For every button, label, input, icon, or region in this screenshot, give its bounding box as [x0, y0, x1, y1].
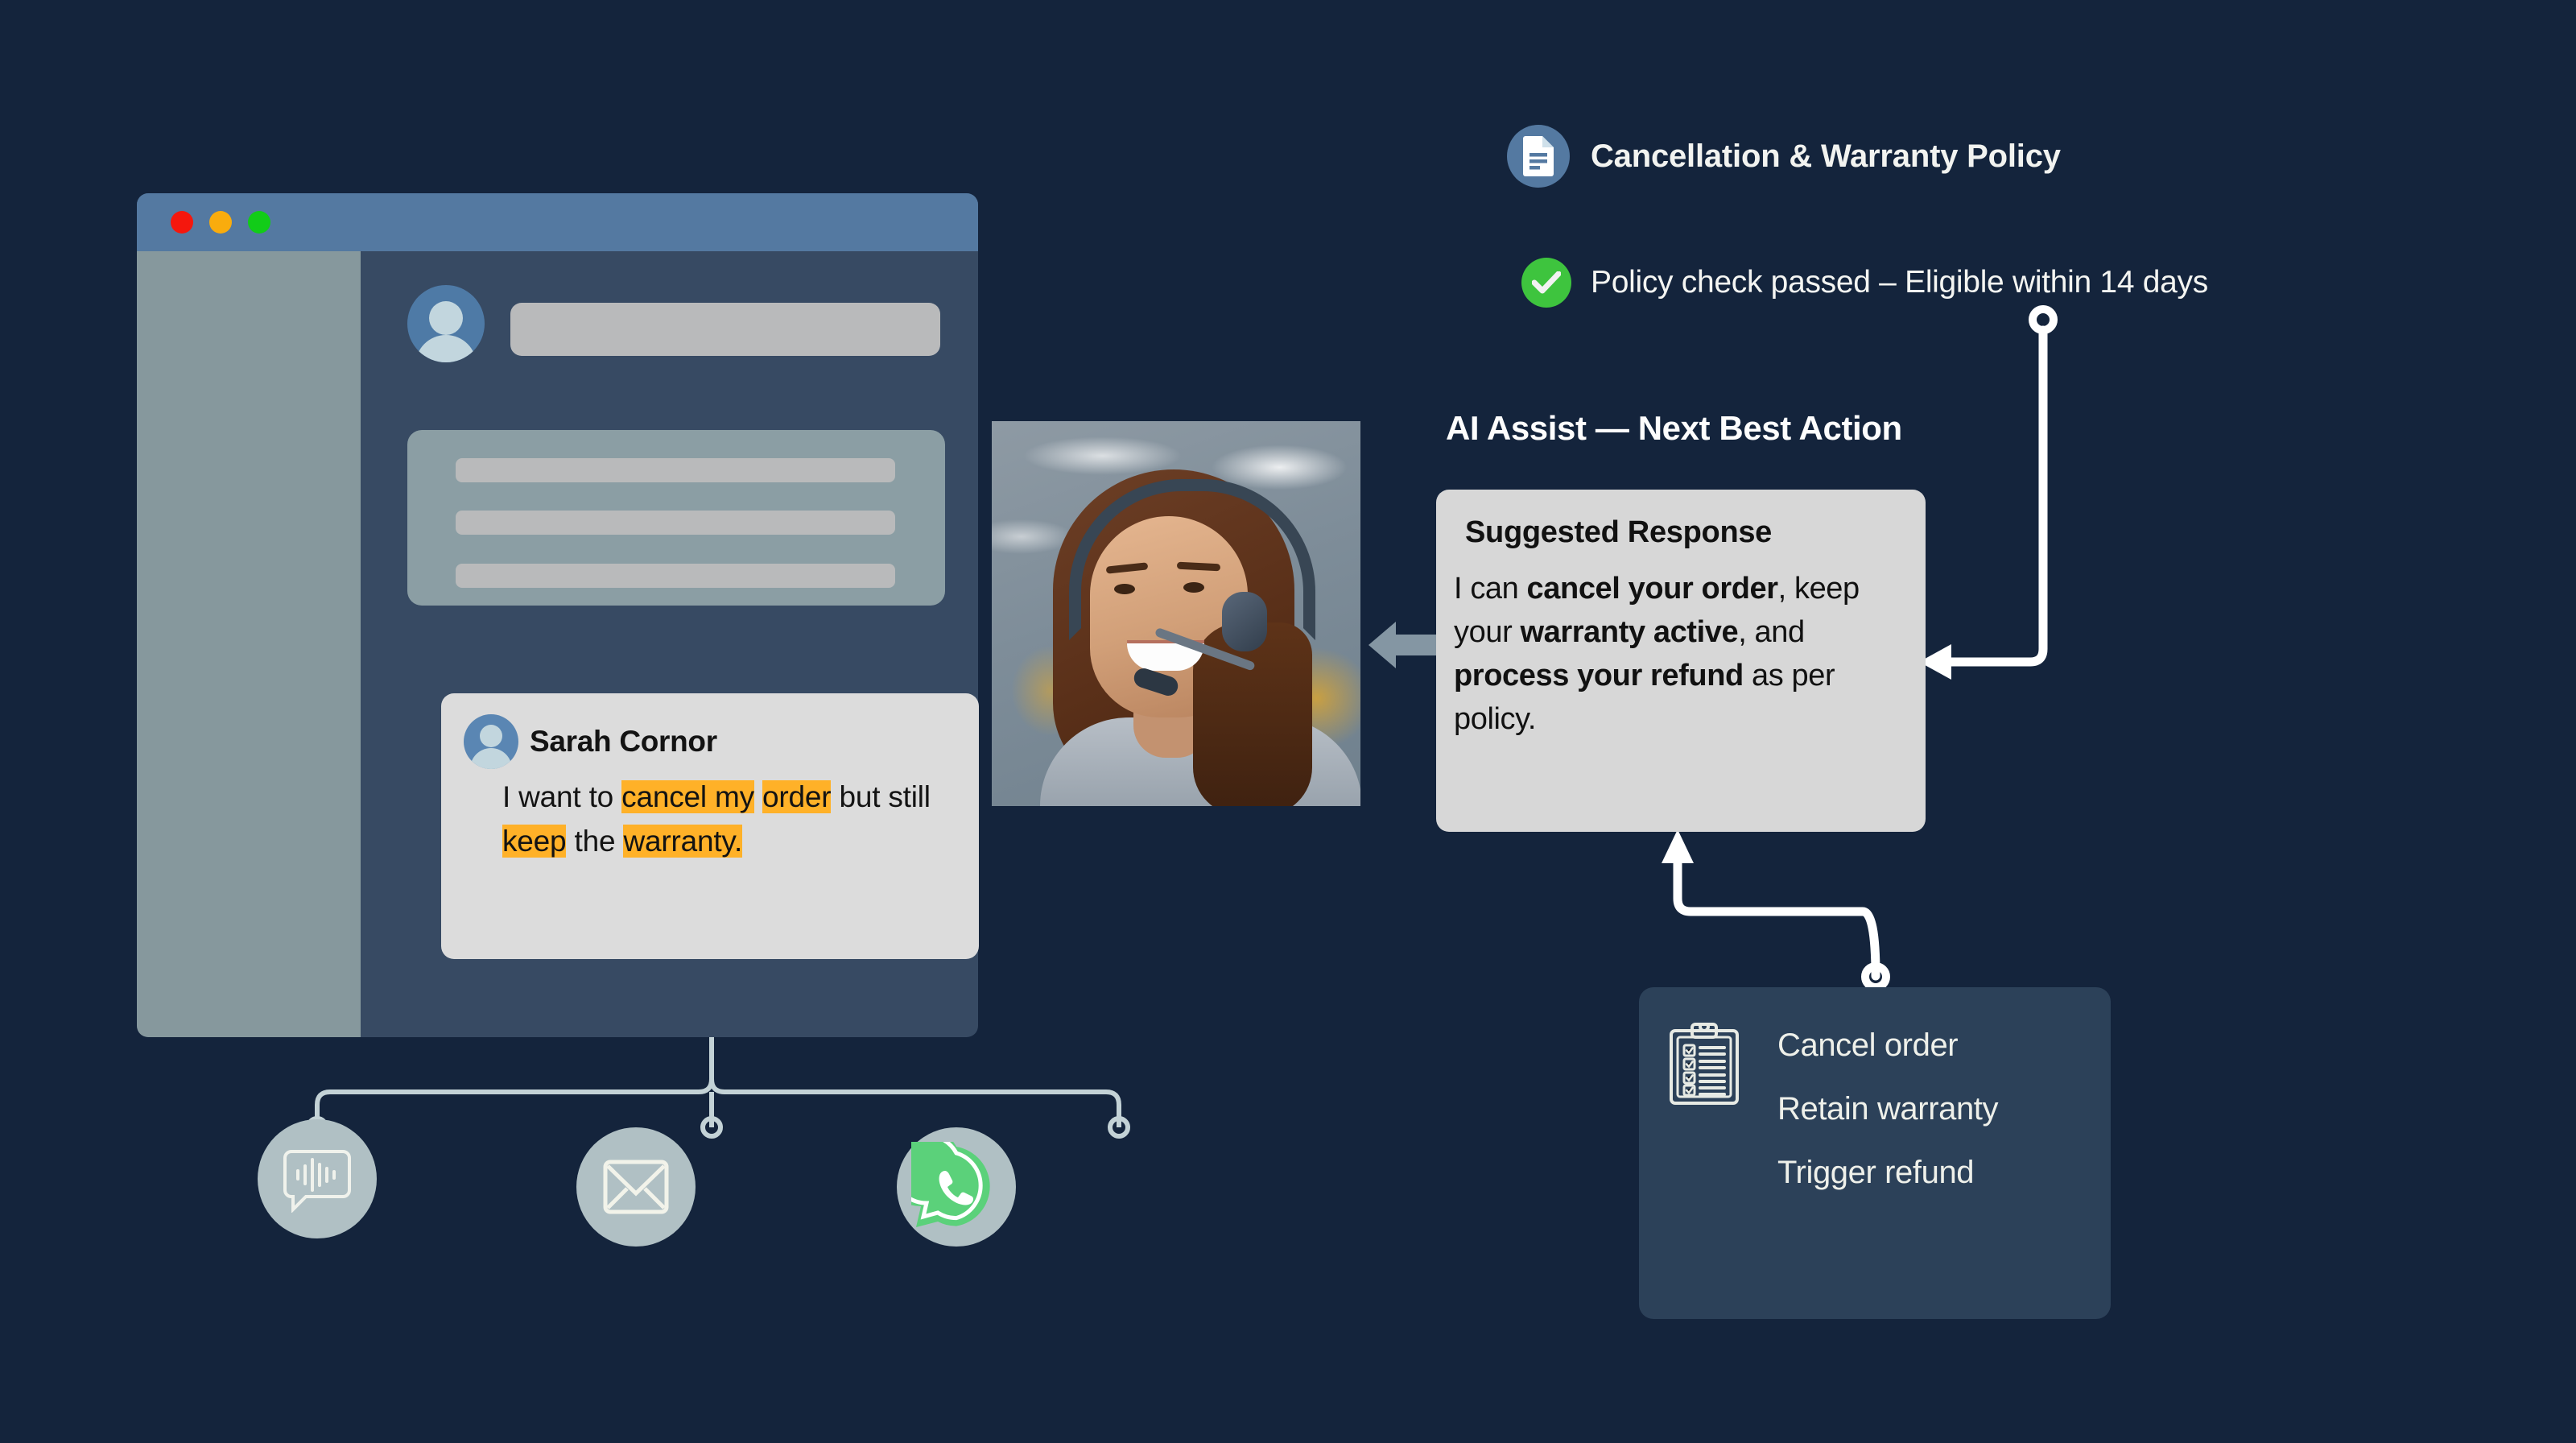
msg-seg-highlight: order — [762, 780, 832, 813]
suggested-response-body: I can cancel your order, keep your warra… — [1436, 550, 1926, 742]
skeleton-line — [456, 564, 895, 588]
contact-name-placeholder-bar — [510, 303, 940, 356]
action-item-cancel-order[interactable]: Cancel order — [1777, 1027, 1959, 1063]
msg-seg: the — [566, 824, 624, 858]
maximize-window-button[interactable] — [248, 211, 270, 234]
next-best-actions-card[interactable]: Cancel order Retain warranty Trigger ref… — [1639, 987, 2111, 1319]
policy-header-row: Cancellation & Warranty Policy — [1507, 125, 2061, 188]
close-window-button[interactable] — [171, 211, 193, 234]
customer-message-bubble[interactable]: Sarah Cornor I want to cancel my order b… — [441, 693, 979, 959]
sugg-seg: , keep your — [1454, 572, 1860, 649]
agent-photo — [992, 421, 1360, 806]
actions-connector-arrowhead — [1662, 829, 1694, 863]
check-circle-icon — [1521, 258, 1571, 308]
sugg-seg: , and — [1738, 614, 1805, 649]
window-sidebar[interactable] — [137, 251, 361, 1037]
conversation-skeleton-panel — [407, 430, 945, 606]
msg-seg-highlight: warranty. — [623, 824, 743, 858]
envelope-icon — [603, 1160, 669, 1214]
clipboard-checklist-icon — [1668, 1023, 1747, 1191]
traffic-lights — [171, 211, 270, 234]
whatsapp-icon — [911, 1142, 990, 1227]
customer-avatar-icon — [464, 714, 518, 769]
skeleton-line — [456, 511, 895, 535]
policy-check-row: Policy check passed – Eligible within 14… — [1521, 258, 2208, 308]
skeleton-line — [456, 458, 895, 482]
contact-avatar-icon — [407, 285, 485, 362]
action-item-retain-warranty[interactable]: Retain warranty — [1777, 1091, 1999, 1127]
msg-seg: I want to — [502, 780, 622, 813]
msg-seg: but still — [831, 780, 931, 813]
action-item-trigger-refund[interactable]: Trigger refund — [1777, 1155, 1975, 1190]
minimize-window-button[interactable] — [209, 211, 232, 234]
suggested-response-title: Suggested Response — [1465, 515, 1773, 549]
document-icon — [1507, 125, 1570, 188]
msg-seg — [754, 780, 762, 813]
sugg-seg: I can — [1454, 572, 1527, 606]
response-to-agent-arrow — [1368, 620, 1436, 670]
customer-name: Sarah Cornor — [530, 725, 717, 758]
msg-seg-highlight: cancel my — [621, 780, 754, 813]
policy-title: Cancellation & Warranty Policy — [1591, 138, 2061, 174]
suggested-response-card[interactable]: Suggested Response I can cancel your ord… — [1436, 490, 1926, 832]
window-content — [361, 251, 978, 1037]
window-titlebar — [137, 193, 978, 251]
channel-email[interactable] — [576, 1127, 696, 1247]
sugg-seg-bold: cancel your order — [1526, 572, 1779, 606]
message-header: Sarah Cornor — [441, 693, 979, 769]
sugg-seg-bold: warranty active — [1520, 614, 1739, 649]
channel-voice-chat[interactable] — [258, 1119, 377, 1238]
ai-assist-heading: AI Assist — Next Best Action — [1446, 409, 1902, 447]
customer-message-text: I want to cancel my order but still keep… — [441, 769, 979, 864]
sugg-seg: as per policy. — [1454, 658, 1835, 736]
action-list: Cancel order Retain warranty Trigger ref… — [1777, 1023, 1999, 1191]
policy-check-text: Policy check passed – Eligible within 14… — [1591, 265, 2208, 300]
voice-waveform-chat-icon — [283, 1150, 351, 1213]
msg-seg-highlight: keep — [502, 824, 567, 858]
channel-whatsapp[interactable] — [897, 1127, 1016, 1247]
sugg-seg-bold: process your refund — [1454, 658, 1744, 693]
